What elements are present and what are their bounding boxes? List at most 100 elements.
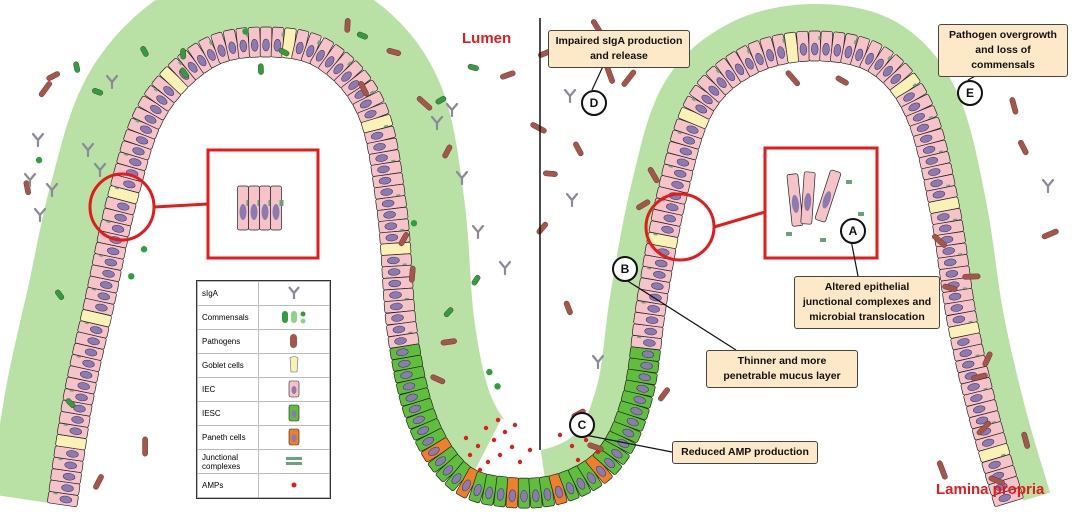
iec-cell — [51, 455, 84, 473]
iec-cell — [944, 299, 976, 316]
commensal-rod — [180, 48, 186, 60]
pathogen-rod — [785, 70, 800, 87]
pathogen-rod — [536, 221, 549, 235]
iec-cell — [247, 26, 262, 58]
iesc-cell — [623, 379, 656, 397]
leader-line — [850, 239, 859, 277]
iec-cell — [235, 27, 251, 59]
amp-dot — [495, 417, 501, 423]
pathogen-rod — [398, 232, 409, 247]
pathogen-rod — [93, 474, 104, 490]
iesc-cell — [568, 465, 592, 497]
zoom-connector-disrupted — [713, 210, 766, 229]
pathogen-rod — [563, 300, 573, 316]
amp-dot — [491, 437, 497, 443]
pathogen-rod — [835, 75, 849, 86]
iec-icon — [288, 380, 300, 397]
siga-antibody — [23, 172, 37, 188]
iec-cell — [736, 45, 760, 77]
commensal-rod — [471, 274, 481, 286]
iec-cell — [960, 377, 993, 396]
siga-antibody — [430, 115, 444, 131]
pathogen-rod — [416, 96, 433, 111]
siga-antibody — [81, 142, 95, 158]
legend-row: Goblet cells — [197, 353, 330, 378]
junction-fragment — [846, 180, 852, 184]
amp-dots — [463, 417, 601, 473]
iec-cell — [366, 137, 399, 155]
iec-cell — [383, 299, 416, 314]
iec-cell — [981, 454, 1014, 474]
amp-dot — [575, 457, 581, 463]
iec-cell — [382, 287, 415, 303]
pathogen-rod — [1041, 228, 1059, 240]
commensal-rod — [73, 61, 81, 73]
commensal-rod — [356, 31, 368, 40]
commensal-rod — [467, 63, 479, 72]
iec-cell — [74, 331, 107, 350]
amp-dot — [557, 432, 563, 438]
iec-cell — [119, 140, 152, 161]
zoom-iec-cell — [270, 185, 284, 231]
legend-row: Commensals — [197, 305, 330, 330]
junction-icon — [286, 456, 302, 465]
iesc-cell — [609, 420, 642, 443]
iesc-cell — [398, 387, 431, 407]
siga-antibody — [471, 224, 485, 240]
pathogen-rod — [530, 122, 547, 134]
pathogen-rod — [358, 81, 369, 97]
iesc-cell — [627, 357, 660, 374]
commensal-rod — [443, 307, 454, 318]
commensal-coccus — [35, 156, 43, 164]
amp-dot — [512, 422, 518, 428]
siga-antibody — [45, 182, 59, 198]
iec-cell — [633, 312, 665, 328]
iec-cell — [380, 253, 412, 268]
callout-d-marker: D — [581, 90, 607, 116]
mucus-layer-healthy — [0, 0, 506, 503]
pathogen-rod — [932, 233, 947, 248]
pathogen-rod — [500, 70, 516, 80]
iesc-cell — [558, 469, 580, 502]
commensals-icon — [282, 310, 306, 323]
iec-cell — [47, 489, 79, 508]
pathogen-rod — [573, 141, 584, 157]
iec-cell — [759, 36, 779, 69]
amp-dot — [509, 444, 515, 450]
commensal-rod — [278, 47, 290, 57]
iec-cell — [326, 51, 355, 82]
epithelial-cells — [47, 26, 1024, 509]
callout-b-marker: B — [612, 256, 638, 282]
callout-c-text: Reduced AMP production — [672, 441, 818, 464]
legend-label: AMPs — [197, 473, 259, 498]
amp-dot — [595, 449, 601, 455]
iec-cell — [48, 479, 81, 496]
pathogen-rod — [976, 420, 992, 436]
paneth-cell — [505, 477, 520, 509]
siga-antibody — [563, 88, 577, 104]
lamina-propria-label: Lamina propria — [936, 481, 1045, 498]
iec-cell — [670, 129, 702, 150]
pathogen-rod — [658, 387, 670, 402]
amp-dot — [485, 459, 491, 465]
legend-label: IESC — [197, 401, 259, 426]
junction-fragment — [858, 212, 864, 216]
leader-line — [579, 433, 673, 453]
iec-cell — [123, 129, 156, 150]
leader-line — [622, 277, 737, 351]
pathogen-rod — [936, 460, 948, 480]
iec-cell — [104, 196, 137, 216]
amp-dot — [583, 437, 589, 443]
commensal-coccus — [494, 383, 501, 390]
amp-dot — [483, 425, 489, 431]
iec-cell — [638, 277, 671, 294]
zoom-insets — [88, 146, 879, 262]
legend-label: Commensals — [197, 305, 259, 330]
legend-label: Pathogens — [197, 329, 259, 354]
legend-row: Paneth cells — [197, 425, 330, 450]
siga-antibody — [498, 260, 512, 276]
junction-fragment — [786, 232, 792, 236]
pathogen-rod — [46, 71, 60, 81]
